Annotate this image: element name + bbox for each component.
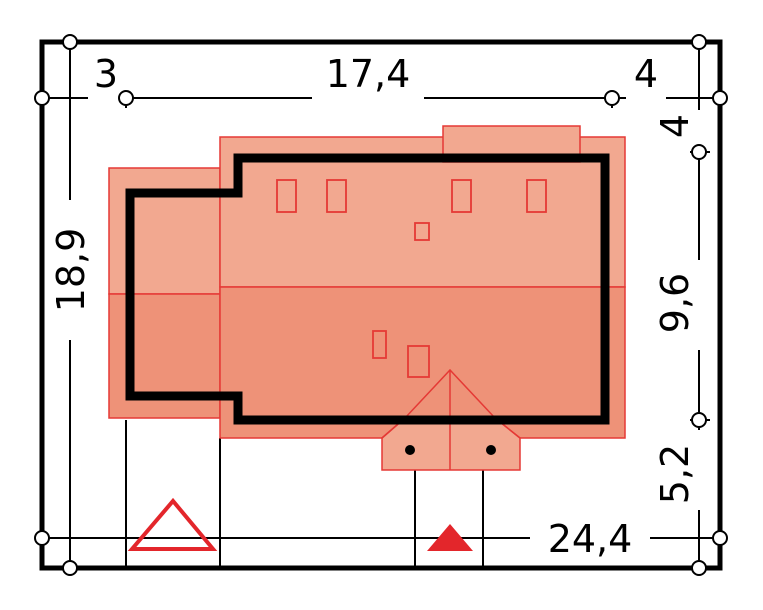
dim-top-middle: 17,4 xyxy=(326,52,411,96)
dim-top-left: 3 xyxy=(94,52,118,96)
dim-right-top: 4 xyxy=(653,114,697,138)
dim-left-height: 18,9 xyxy=(49,228,93,313)
porch-post-left xyxy=(405,445,415,455)
label-backgrounds xyxy=(50,72,700,558)
triangle-filled-icon xyxy=(427,524,473,551)
grid-nodes xyxy=(34,34,728,576)
porch-roof xyxy=(381,417,521,471)
triangle-outline-icon xyxy=(127,497,218,551)
roof-windows xyxy=(276,179,547,378)
building-walls xyxy=(125,153,610,425)
dim-top-right: 4 xyxy=(634,52,658,96)
porch-post-right xyxy=(486,445,496,455)
dim-right-bottom: 5,2 xyxy=(653,444,697,504)
dim-right-middle: 9,6 xyxy=(653,273,697,333)
dim-bottom-total: 24,4 xyxy=(548,517,633,561)
